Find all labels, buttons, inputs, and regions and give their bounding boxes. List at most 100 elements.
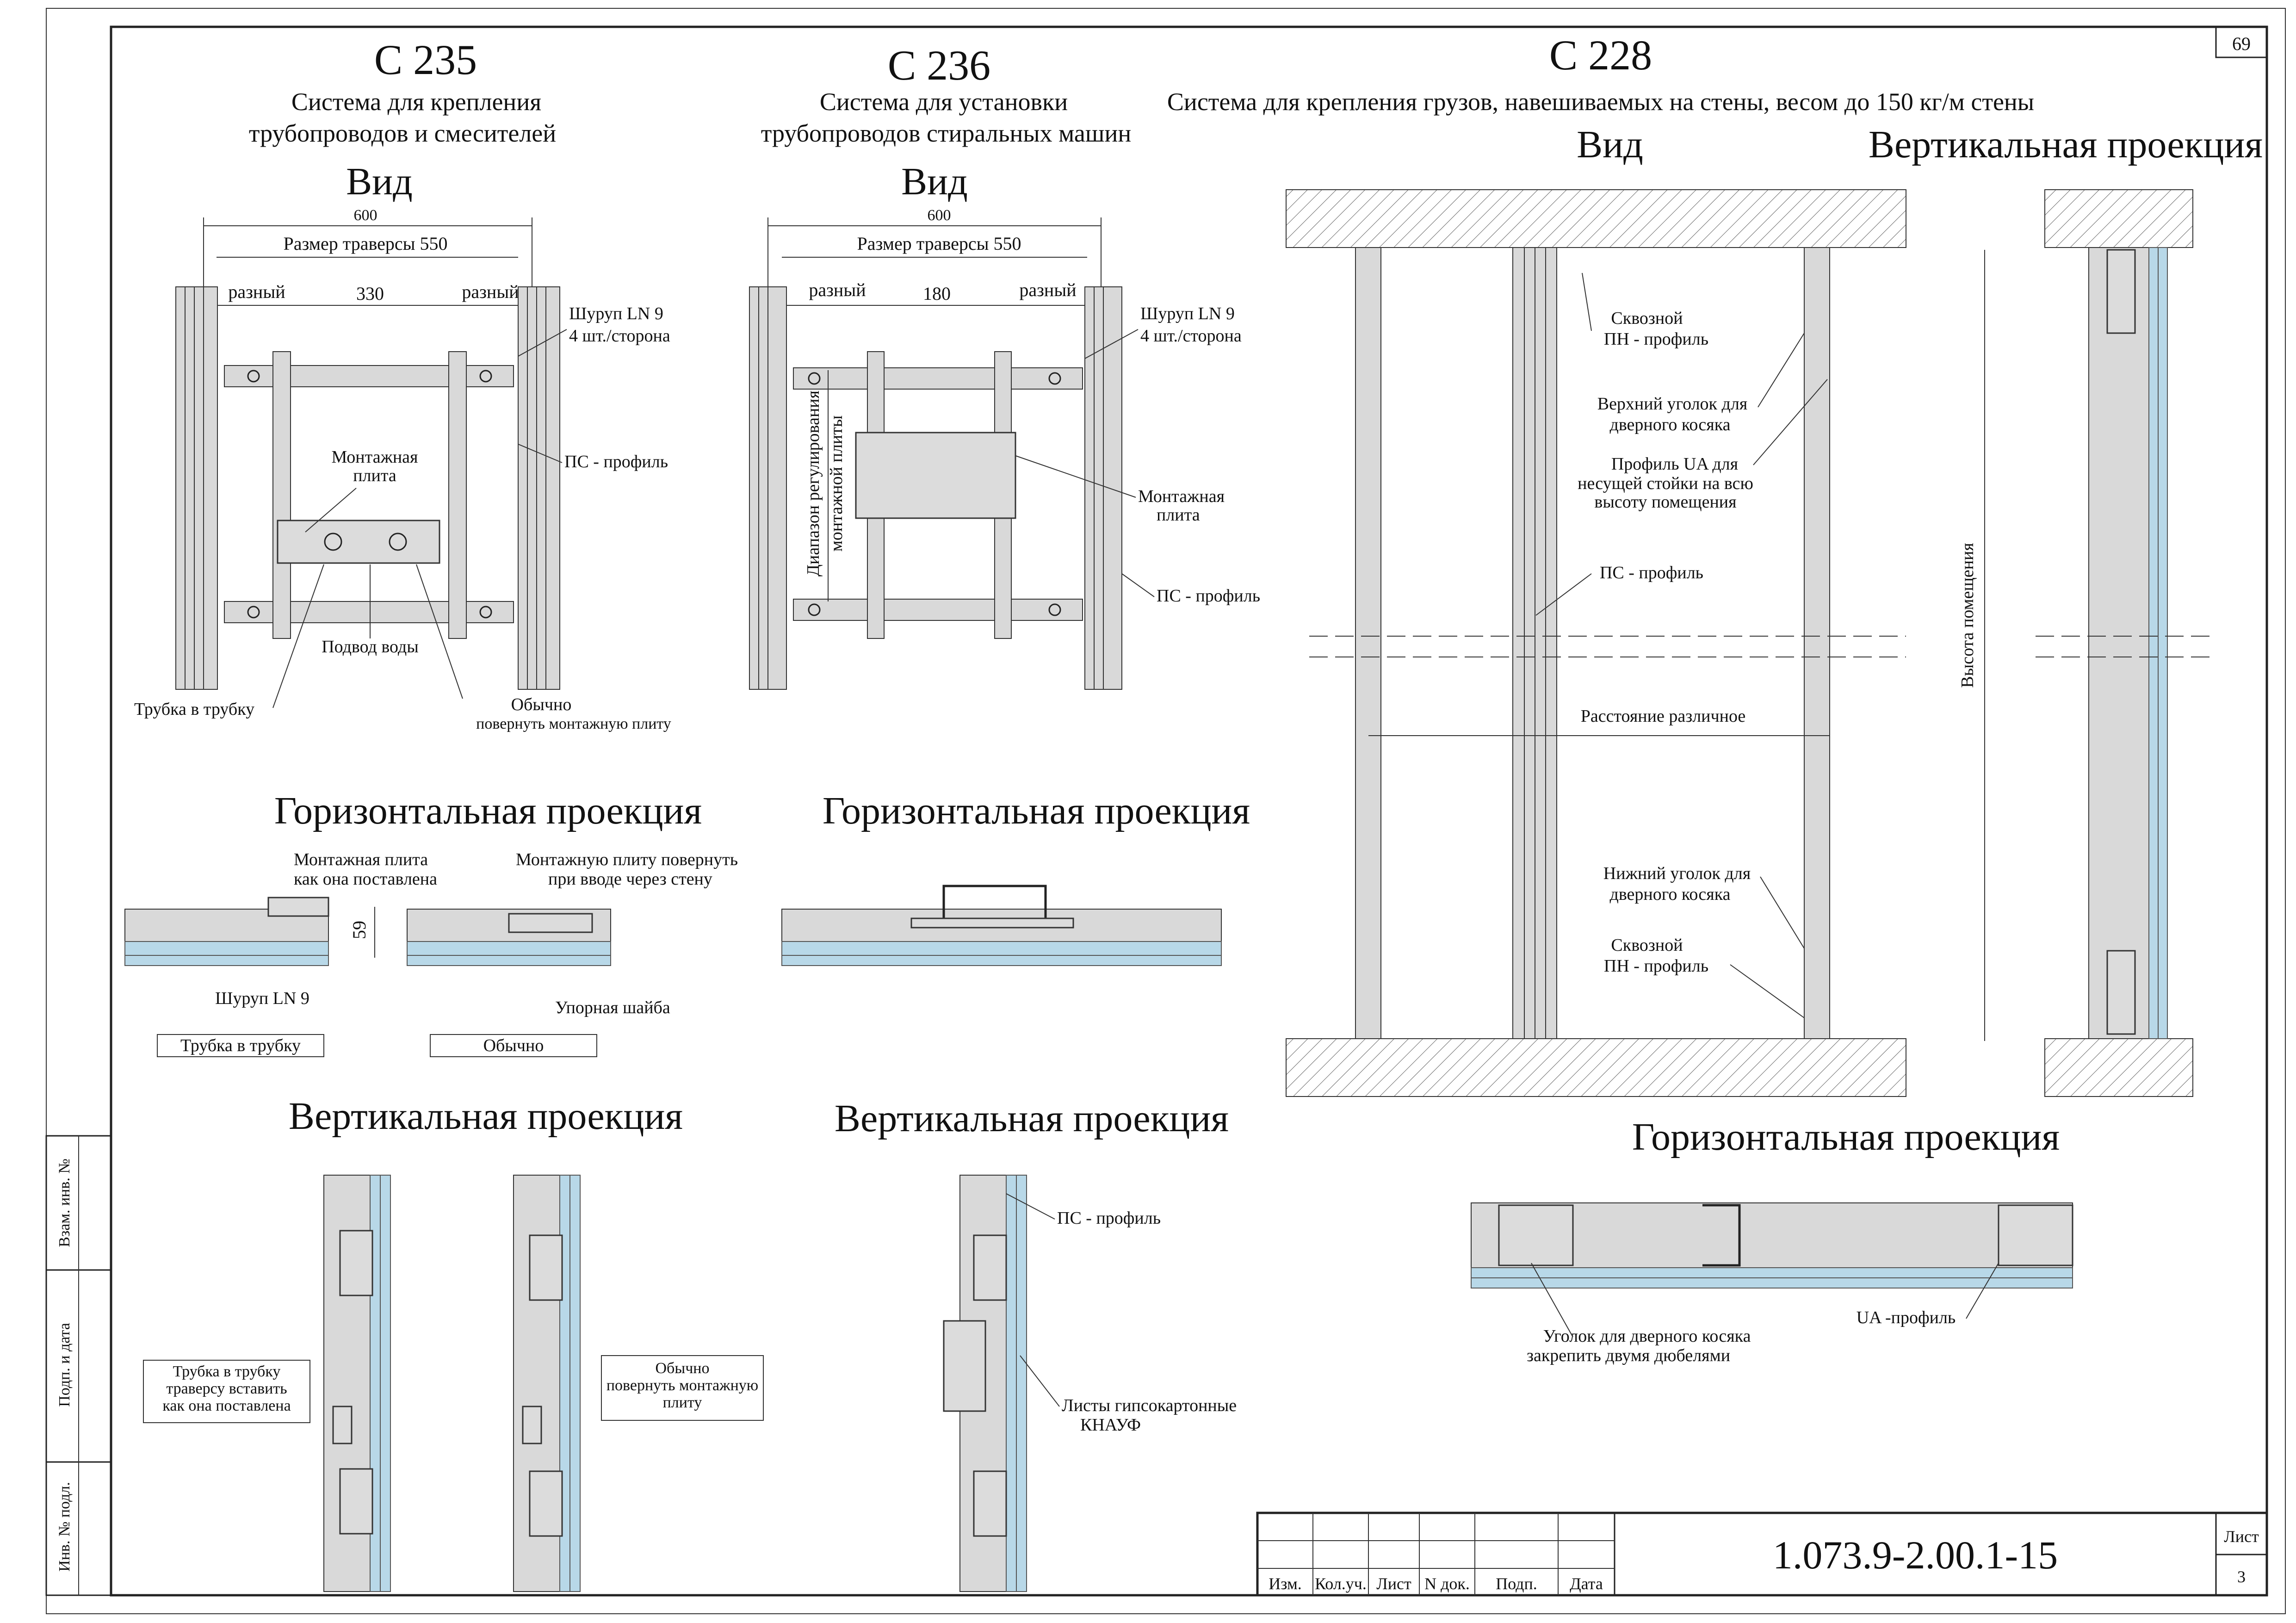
c235-title-line2: трубопроводов и смесителей: [249, 119, 556, 147]
c235-usual-label-2: повернуть монтажную плиту: [476, 715, 671, 732]
c235-section: С 235 Система для крепления трубопроводо…: [124, 36, 764, 1592]
stamp-col-count: Кол.уч.: [1315, 1574, 1367, 1593]
c228-title: Система для крепления грузов, навешиваем…: [1167, 88, 2034, 116]
c236-vp-ps-label: ПС - профиль: [1057, 1208, 1161, 1228]
sheet-number: 3: [2237, 1567, 2246, 1586]
c235-water-label: Подвод воды: [322, 637, 419, 657]
c228-lower-corner-2: дверного косяка: [1610, 885, 1731, 904]
c228-vproj-title: Вертикальная проекция: [1869, 123, 2263, 166]
c228-hp-corner-label-1: Уголок для дверного косяка: [1543, 1326, 1751, 1346]
stamp-col-change: Изм.: [1269, 1574, 1302, 1593]
c236-code: С 236: [888, 42, 990, 89]
c235-vproj-drawing: [323, 1175, 581, 1592]
c235-vp-usual-label-3: плиту: [663, 1394, 702, 1411]
side-field-inventory: Инв. № подл.: [56, 1482, 73, 1572]
c235-hp-turn-label-2: при вводе через стену: [548, 869, 712, 889]
c228-lower-corner-1: Нижний уголок для: [1603, 864, 1751, 883]
c228-vproj-drawing: [2036, 189, 2211, 1097]
c236-range-label-2: монтажной плиты: [827, 415, 846, 552]
c235-vp-usual-label-2: повернуть монтажную: [606, 1377, 758, 1394]
c235-hp-box-tube-label: Трубка в трубку: [180, 1036, 301, 1055]
c235-mounting-plate: [277, 520, 440, 564]
c228-ua-label-3: высоту помещения: [1594, 492, 1736, 512]
c235-hp-turn-label-1: Монтажную плиту повернуть: [516, 850, 738, 869]
c228-section: С 228 Система для крепления грузов, наве…: [1167, 31, 2263, 1365]
document-code: 1.073.9-2.00.1-15: [1773, 1533, 2058, 1577]
c228-hproj-drawing: [1471, 1202, 2073, 1288]
c235-vp-box-usual: [601, 1355, 764, 1421]
c235-screw-label-1: Шуруп LN 9: [569, 304, 663, 323]
c228-distance-label: Расстояние различное: [1581, 706, 1746, 726]
c235-hp-plate-label-2: как она поставлена: [294, 869, 437, 889]
sheet-frame: 69: [46, 8, 2286, 1614]
stamp-col-sheet: Лист: [1376, 1574, 1411, 1593]
c236-ps-studs: [749, 286, 1122, 690]
c236-hproj-title: Горизонтальная проекция: [823, 789, 1250, 832]
title-block: Изм. Кол.уч. Лист N док. Подп. Дата 1.07…: [1256, 1511, 2268, 1597]
c236-ps-profile-label: ПС - профиль: [1157, 586, 1260, 606]
c228-hp-ua-label: UA -профиль: [1857, 1308, 1956, 1327]
c235-hp-box-tube: [157, 1034, 324, 1057]
c236-vproj-drawing: [943, 1175, 1027, 1592]
c235-pipe-hole-right: [389, 533, 407, 551]
c228-hproj-title: Горизонтальная проекция: [1632, 1115, 2060, 1158]
c235-pipe-hole-left: [324, 533, 342, 551]
page-number: 69: [2232, 33, 2251, 54]
c228-room-height-label: Высота помещения: [1958, 543, 1977, 688]
c235-tube-label: Трубка в трубку: [134, 700, 254, 719]
c235-dim-left: разный: [228, 281, 285, 302]
c235-screw-label-2: 4 шт./сторона: [569, 326, 670, 346]
c228-through-pn-top-1: Сквозной: [1611, 309, 1683, 328]
c235-plate-label-2: плита: [353, 466, 396, 485]
c236-vproj-title: Вертикальная проекция: [835, 1097, 1229, 1140]
c235-hp-dim-59: 59: [349, 921, 370, 939]
c236-view-title: Вид: [901, 160, 968, 203]
c235-traverses: [224, 351, 514, 639]
c236-plate-label-2: плита: [1157, 505, 1200, 525]
c235-title-line1: Система для крепления: [291, 88, 541, 116]
c228-code: С 228: [1549, 31, 1652, 79]
c236-range-label-1: Диапазон регулирования: [804, 390, 823, 576]
c228-through-pn-top-2: ПН - профиль: [1604, 329, 1708, 349]
c228-ua-label-2: несущей стойки на всю: [1578, 474, 1753, 493]
c228-view-title: Вид: [1577, 123, 1643, 166]
c228-through-pn-bot-1: Сквозной: [1611, 935, 1683, 955]
c235-vp-box-tube: [143, 1360, 310, 1423]
c235-code: С 235: [374, 36, 477, 83]
c236-screw-label-2: 4 шт./сторона: [1140, 326, 1242, 346]
c228-through-pn-bot-2: ПН - профиль: [1604, 956, 1708, 976]
c235-hp-washer-label: Упорная шайба: [555, 998, 670, 1017]
c235-dimensions: 600 Размер траверсы 550 разный 330 разны…: [203, 207, 532, 306]
c235-dim-right: разный: [462, 281, 519, 302]
stamp-col-doc: N док.: [1424, 1574, 1470, 1593]
c236-screw-label-1: Шуруп LN 9: [1140, 304, 1235, 323]
c236-mounting-plate: [855, 432, 1016, 519]
stamp-col-sign: Подп.: [1496, 1574, 1537, 1593]
c228-ua-label-1: Профиль UA для: [1611, 454, 1738, 474]
c236-hproj-drawing: [781, 885, 1222, 966]
c235-ps-studs: [175, 286, 560, 690]
c235-view-title: Вид: [346, 160, 413, 203]
c235-vproj-title: Вертикальная проекция: [289, 1095, 683, 1138]
c235-vp-tube-label-3: как она поставлена: [162, 1397, 291, 1414]
c236-dim-left: разный: [809, 279, 866, 300]
c235-dim-traverse: Размер траверсы 550: [283, 233, 447, 254]
c228-hp-corner-label-2: закрепить двумя дюбелями: [1527, 1346, 1730, 1365]
c228-upper-corner-2: дверного косяка: [1610, 415, 1731, 434]
c236-vp-gkl-label-1: Листы гипсокартонные: [1062, 1396, 1237, 1415]
c235-hproj-title: Горизонтальная проекция: [274, 789, 702, 832]
c228-upper-corner-1: Верхний уголок для: [1597, 394, 1748, 414]
c235-hp-plate-label-1: Монтажная плита: [294, 850, 428, 869]
sheet-label: Лист: [2224, 1527, 2259, 1546]
c236-dim-total: 600: [928, 207, 951, 224]
c236-vp-gkl-label-2: КНАУФ: [1080, 1415, 1141, 1435]
c235-hp-box-usual-label: Обычно: [483, 1036, 544, 1055]
c236-plate-label-1: Монтажная: [1138, 487, 1225, 506]
c235-hp-box-usual: [430, 1034, 597, 1057]
c236-dim-mid: 180: [923, 283, 951, 304]
side-field-sign-date: Подп. и дата: [56, 1323, 73, 1407]
c235-hp-screw-label: Шуруп LN 9: [215, 989, 309, 1008]
c235-ps-profile-label: ПС - профиль: [564, 452, 668, 471]
c235-vp-tube-label-2: траверсу вставить: [166, 1380, 287, 1397]
